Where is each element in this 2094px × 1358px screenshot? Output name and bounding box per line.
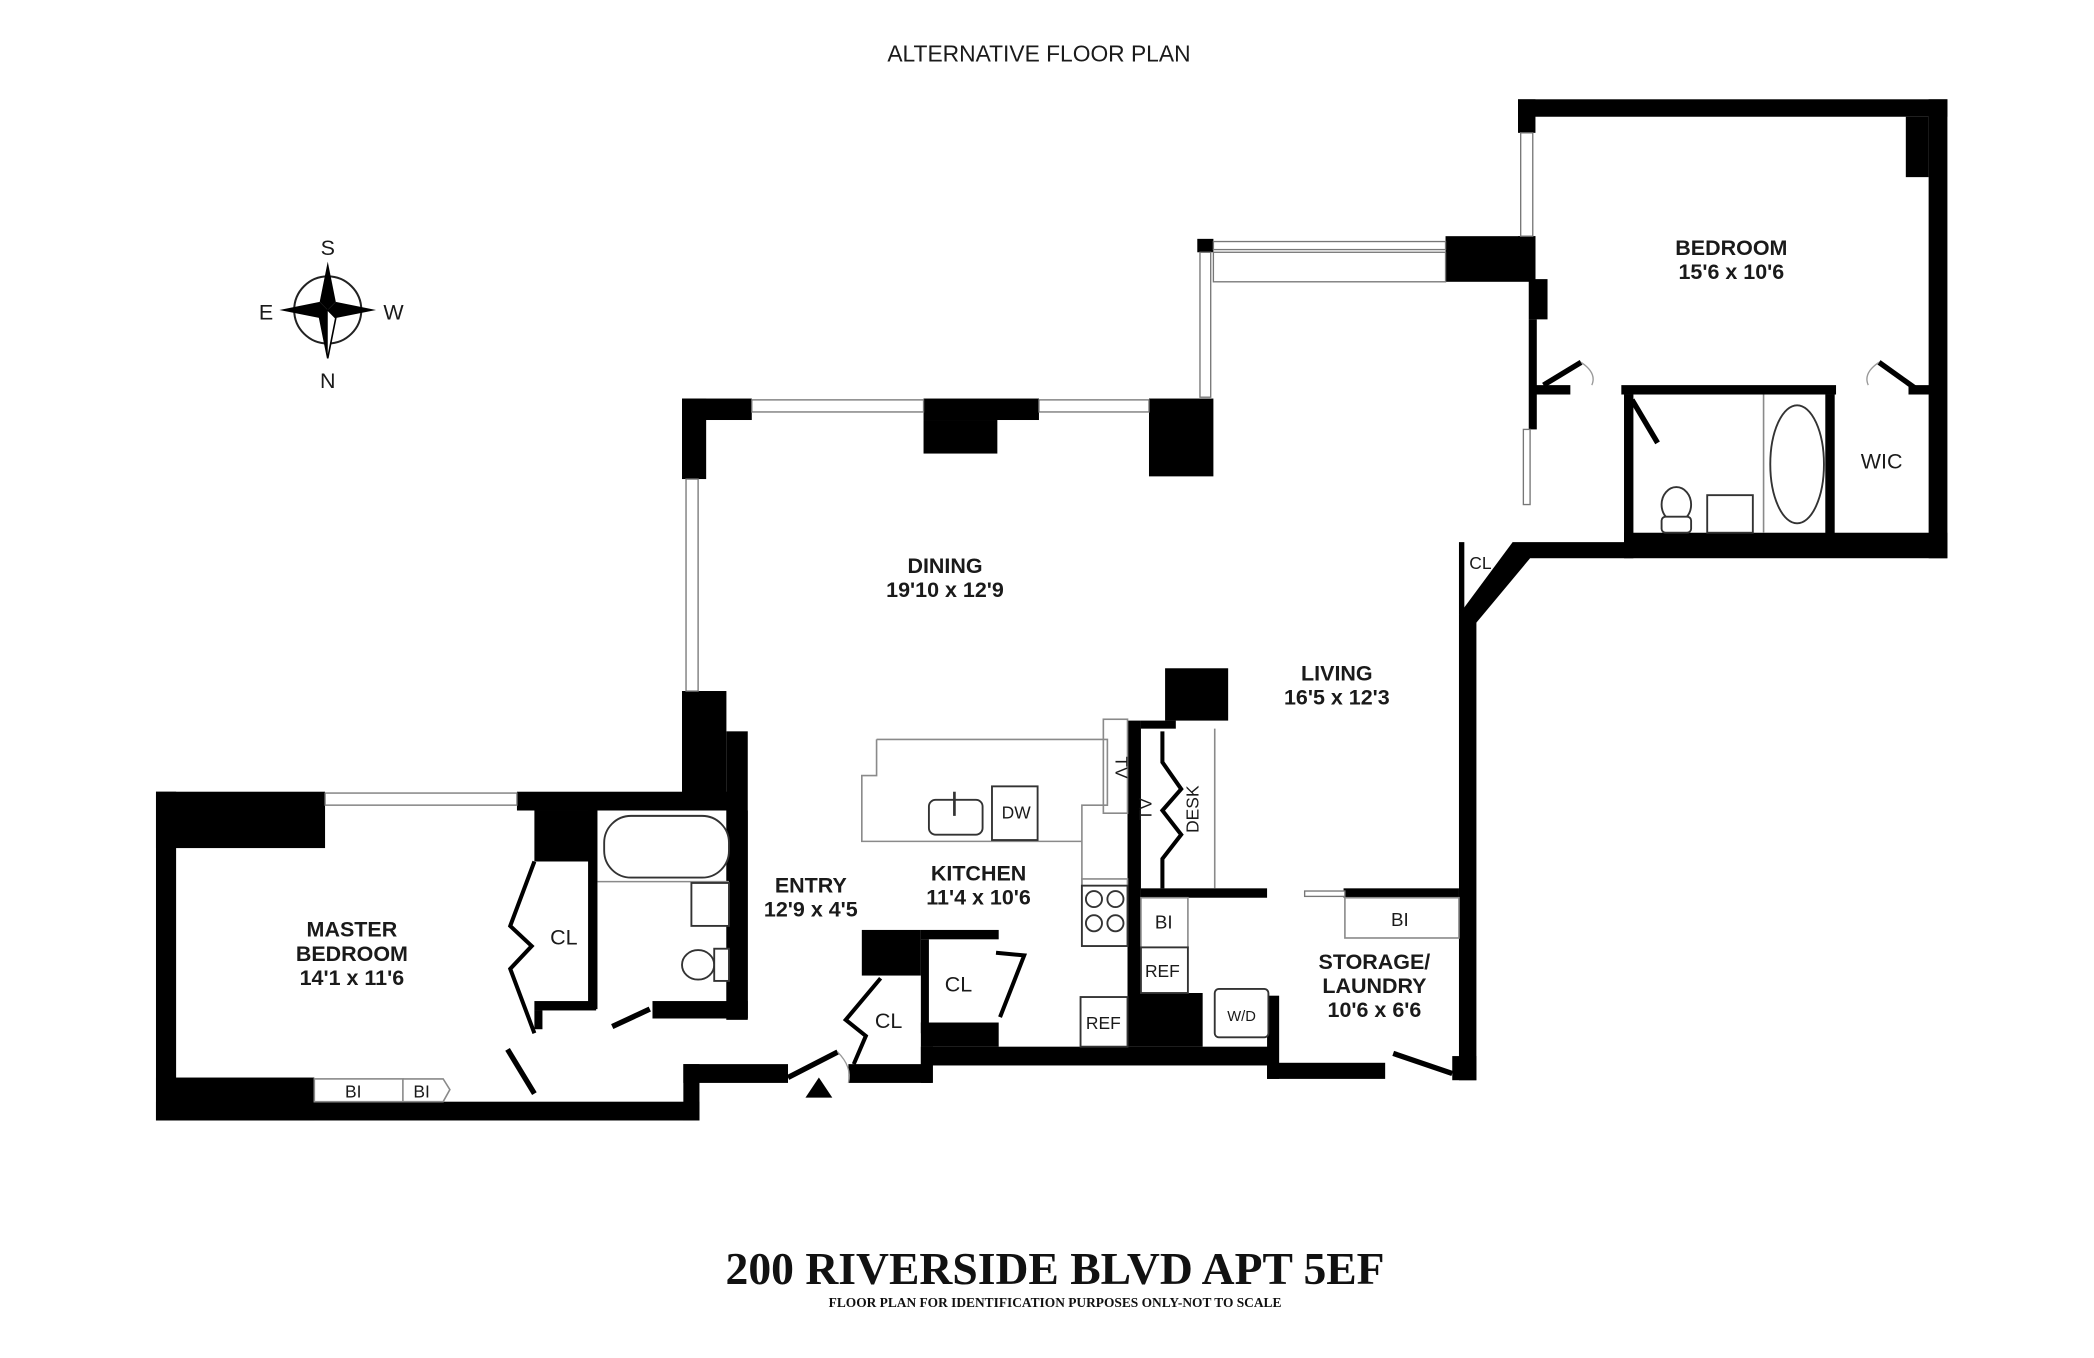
- svg-text:REF: REF: [1145, 961, 1180, 981]
- room-label-bedroom: BEDROOM 15'6 x 10'6: [1675, 236, 1787, 284]
- dishwasher-icon: [991, 785, 1039, 841]
- svg-text:KITCHEN: KITCHEN: [931, 861, 1026, 885]
- address-title: 200 RIVERSIDE BLVD APT 5EF: [726, 1243, 1385, 1294]
- svg-text:ENTRY: ENTRY: [775, 873, 847, 897]
- entry-arrow-icon: [805, 1077, 833, 1098]
- master-sink-icon: [690, 882, 730, 927]
- svg-text:CL: CL: [550, 926, 578, 950]
- fixtures: DW TV TV DESK REF BI REF W/D BI WIC: [313, 394, 1903, 1103]
- svg-text:W/D: W/D: [1227, 1009, 1256, 1025]
- svg-text:BI: BI: [345, 1082, 361, 1102]
- svg-text:STORAGE/: STORAGE/: [1319, 950, 1431, 974]
- svg-text:12'9 x 4'5: 12'9 x 4'5: [764, 898, 858, 922]
- compass-n: N: [320, 369, 336, 393]
- room-label-entry: ENTRY 12'9 x 4'5: [764, 873, 858, 921]
- compass-rose-icon: S N E W: [259, 236, 405, 393]
- stove-icon: [1080, 884, 1129, 947]
- room-label-living: LIVING 16'5 x 12'3: [1284, 661, 1390, 709]
- svg-text:CL: CL: [875, 1009, 903, 1033]
- wic-label: WIC: [1861, 449, 1903, 473]
- washer-dryer-icon: [1213, 988, 1270, 1039]
- svg-text:REF: REF: [1086, 1013, 1121, 1033]
- svg-text:BI: BI: [413, 1082, 429, 1102]
- svg-text:10'6 x 6'6: 10'6 x 6'6: [1328, 998, 1422, 1022]
- svg-text:BEDROOM: BEDROOM: [1675, 236, 1787, 260]
- master-bathtub-icon: [603, 814, 730, 879]
- disclaimer: FLOOR PLAN FOR IDENTIFICATION PURPOSES O…: [829, 1295, 1282, 1310]
- svg-text:BI: BI: [1391, 909, 1409, 930]
- room-label-storage-laundry: STORAGE/ LAUNDRY 10'6 x 6'6: [1319, 950, 1431, 1022]
- svg-text:14'1 x 11'6: 14'1 x 11'6: [300, 966, 405, 990]
- bathtub-icon: [1769, 404, 1825, 525]
- windows: [324, 132, 1534, 898]
- room-label-kitchen: KITCHEN 11'4 x 10'6: [926, 861, 1031, 909]
- doors: [505, 360, 1919, 1096]
- svg-text:CL: CL: [1469, 553, 1492, 573]
- svg-text:19'10 x 12'9: 19'10 x 12'9: [886, 578, 1004, 602]
- svg-text:11'4 x 10'6: 11'4 x 10'6: [926, 885, 1031, 909]
- svg-text:DW: DW: [1002, 803, 1032, 823]
- bath-sink-icon: [1706, 494, 1754, 534]
- master-toilet-icon: [681, 949, 716, 981]
- svg-text:BI: BI: [1155, 912, 1173, 933]
- compass-s: S: [321, 236, 335, 260]
- walls: [155, 99, 1948, 1121]
- tv-label-2: TV: [1136, 798, 1156, 821]
- svg-text:LAUNDRY: LAUNDRY: [1322, 974, 1426, 998]
- svg-text:15'6 x 10'6: 15'6 x 10'6: [1679, 260, 1785, 284]
- svg-text:BEDROOM: BEDROOM: [296, 942, 408, 966]
- svg-text:DINING: DINING: [907, 554, 982, 578]
- svg-text:16'5 x 12'3: 16'5 x 12'3: [1284, 685, 1390, 709]
- compass-e: E: [259, 300, 273, 324]
- room-label-dining: DINING 19'10 x 12'9: [886, 554, 1004, 602]
- compass-w: W: [383, 300, 404, 324]
- tv-label: TV: [1111, 756, 1131, 779]
- svg-text:CL: CL: [945, 973, 973, 997]
- room-label-master-bedroom: MASTER BEDROOM 14'1 x 11'6: [296, 918, 408, 990]
- svg-text:LIVING: LIVING: [1301, 661, 1373, 685]
- desk-label: DESK: [1183, 785, 1203, 833]
- plan-subtitle: ALTERNATIVE FLOOR PLAN: [887, 41, 1190, 67]
- svg-text:MASTER: MASTER: [307, 918, 398, 942]
